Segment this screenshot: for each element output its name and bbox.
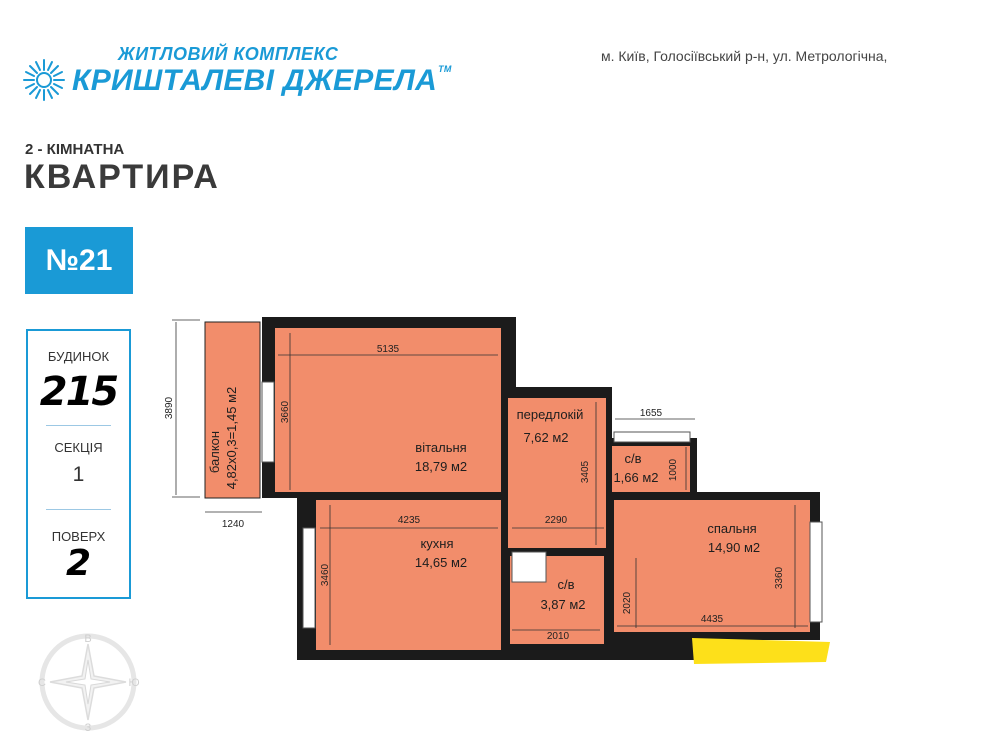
room-hall	[508, 398, 606, 548]
dimension-label: 3660	[280, 400, 291, 423]
dimension-label: 2010	[547, 631, 570, 642]
room-living-name: вітальня	[415, 440, 466, 455]
trademark-mark: TM	[438, 64, 452, 74]
logo-title: КРИШТАЛЕВІ ДЖЕРЕЛАTM	[72, 64, 452, 98]
section-label: СЕКЦІЯ	[54, 440, 103, 455]
room-kitchen-area: 14,65 м2	[415, 555, 467, 570]
room-balcony-name: балкон	[207, 431, 222, 473]
divider	[46, 509, 111, 510]
room-living-area: 18,79 м2	[415, 459, 467, 474]
dimension-label: 3405	[580, 460, 591, 483]
dimension-label: 1240	[222, 519, 245, 530]
dimension-label: 3460	[320, 563, 331, 586]
apartment-number-badge: №21	[25, 227, 133, 294]
dimension-label: 1655	[640, 408, 663, 419]
page-title: КВАРТИРА	[24, 158, 220, 196]
room-hall-area: 7,62 м2	[523, 430, 568, 445]
dimension-label: 5135	[377, 344, 400, 355]
room-count-label: 2 - КІМНАТНА	[25, 141, 125, 158]
room-bath2-name: с/в	[557, 577, 574, 592]
dimension-label: 1000	[668, 458, 679, 481]
compass-south-label: З	[85, 722, 92, 734]
building-label: БУДИНОК	[47, 349, 110, 364]
room-balcony	[204, 321, 261, 499]
room-bath1	[612, 446, 690, 492]
room-bedroom-name: спальня	[707, 521, 756, 536]
room-bath1-area: 1,66 м2	[613, 470, 658, 485]
room-bedroom-area: 14,90 м2	[708, 540, 760, 555]
room-hall-name: передлокій	[517, 407, 584, 422]
room-bath1-name: с/в	[624, 451, 641, 466]
highlight-mark	[692, 638, 830, 664]
room-bedroom	[614, 500, 810, 632]
dimension-label: 4435	[701, 614, 724, 625]
compass-north-label: В	[84, 633, 91, 645]
sun-logo-icon	[23, 59, 65, 101]
building-value: 215	[39, 369, 120, 415]
windows	[261, 381, 823, 629]
floor-plan: вітальня 18,79 м2 передлокій 7,62 м2 с/в…	[164, 317, 830, 664]
floor-value: 2	[65, 543, 92, 584]
floor-label: ПОВЕРХ	[51, 529, 106, 544]
room-kitchen-name: кухня	[420, 536, 453, 551]
compass-east-label: Ю	[128, 677, 139, 689]
logo-subtitle: ЖИТЛОВИЙ КОМПЛЕКС	[118, 44, 339, 64]
dimension-label: 3360	[774, 566, 785, 589]
dimension-label: 4235	[398, 515, 421, 526]
divider	[46, 425, 111, 426]
apartment-info-panel: БУДИНОК 215 СЕКЦІЯ 1 ПОВЕРХ 2	[26, 329, 131, 599]
dimension-lines	[172, 319, 808, 645]
compass-west-label: С	[38, 677, 46, 689]
dimension-label: 2290	[545, 515, 568, 526]
dimension-label: 2020	[622, 591, 633, 614]
room-bath2-area: 3,87 м2	[540, 597, 585, 612]
compass-icon: В З С Ю	[38, 633, 140, 734]
room-kitchen	[316, 500, 501, 650]
address-text: м. Київ, Голосіївський р-н, ул. Метролог…	[601, 48, 888, 64]
room-balcony-area: 4,82х0,3=1,45 м2	[224, 387, 239, 490]
section-value: 1	[72, 463, 85, 486]
dimension-label: 3890	[164, 396, 175, 419]
logo-title-text: КРИШТАЛЕВІ ДЖЕРЕЛА	[72, 64, 438, 97]
